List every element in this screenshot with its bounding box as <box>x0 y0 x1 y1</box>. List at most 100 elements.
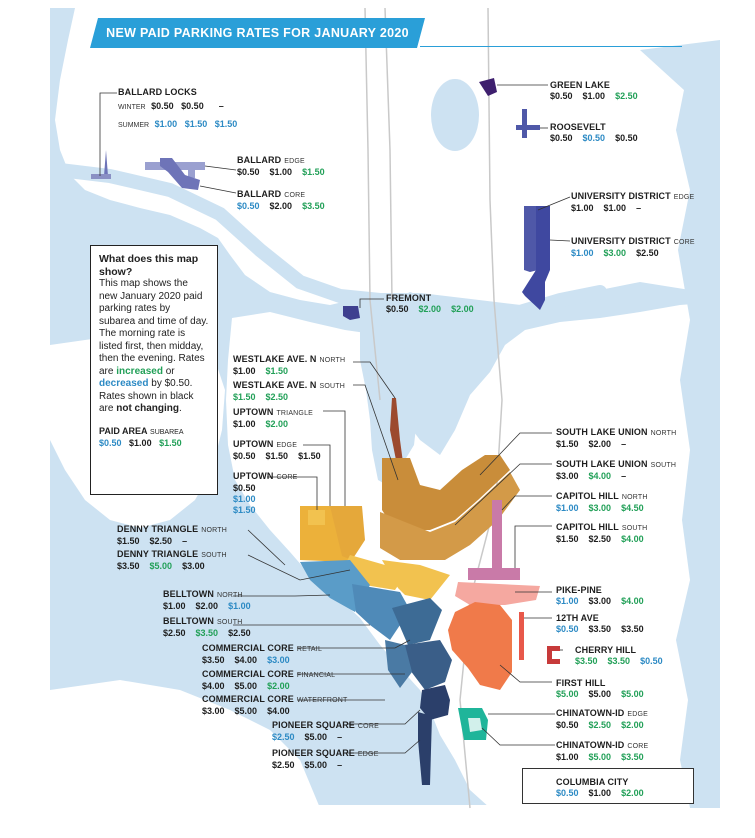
rate: $3.50 <box>117 561 140 571</box>
zone-university-edge <box>524 206 538 272</box>
rate: $5.00 <box>234 681 258 691</box>
rate-row: $1.00$1.00– <box>571 203 694 214</box>
area-subarea: SOUTH <box>216 619 243 626</box>
rate: $1.50 <box>117 536 140 546</box>
rate: $1.00 <box>588 788 612 798</box>
rate-row: $0.50$1.00$2.50 <box>550 91 638 102</box>
rate: $1.50 <box>265 451 289 461</box>
area-name: FIRST HILL <box>556 678 606 688</box>
area-name: CAPITOL HILL <box>556 522 619 532</box>
area-name: WESTLAKE AVE. N <box>233 380 317 390</box>
rate: $0.50 <box>151 101 174 111</box>
rate: $3.50 <box>621 624 644 634</box>
area-subarea: NORTH <box>319 357 346 364</box>
zone-slu-north <box>382 455 510 530</box>
rate: $5.00 <box>304 732 328 742</box>
rate: – <box>218 101 224 111</box>
zone-pioneer-edge <box>418 712 432 785</box>
legend-rate-2: $1.00 <box>129 437 152 448</box>
zone-twelfth <box>519 612 524 660</box>
label-green-lake: GREEN LAKE$0.50$1.00$2.50 <box>550 80 638 102</box>
rate: $0.50 <box>233 451 256 461</box>
area-subarea: NORTH <box>216 592 243 599</box>
rate-row: $1.00$2.00$1.00 <box>163 601 251 612</box>
info-title: What does this map show? <box>99 253 199 278</box>
rate: $3.50 <box>621 752 644 762</box>
rate: $1.00 <box>603 203 627 213</box>
area-name: UNIVERSITY DISTRICT <box>571 236 671 246</box>
rate: $5.00 <box>588 689 612 699</box>
rate: $1.50 <box>556 534 579 544</box>
zone-cc-waterfront <box>385 640 412 688</box>
legend-rate-1: $0.50 <box>99 437 122 448</box>
area-subarea: FINANCIAL <box>296 672 336 679</box>
area-subarea: NORTH <box>621 494 648 501</box>
rate: $4.00 <box>267 706 290 716</box>
central-subareas <box>300 398 570 790</box>
rate-row: $0.50 $1.50 $1.50 <box>233 451 321 462</box>
rate-row: $1.00$3.00$4.50 <box>556 503 648 514</box>
rate: $4.00 <box>588 471 612 481</box>
zone-first-hill <box>448 602 512 690</box>
rate: – <box>621 471 627 481</box>
area-subarea: CORE <box>284 192 306 199</box>
area-subarea: EDGE <box>276 442 298 449</box>
rate: $2.50 <box>588 720 612 730</box>
rate-row: $3.50$4.00$3.00 <box>202 655 322 666</box>
rate: $5.00 <box>149 561 173 571</box>
rate: $4.00 <box>621 534 644 544</box>
zone-pioneer-core <box>420 685 450 720</box>
rate-row: $1.00$1.50 <box>233 366 345 377</box>
rate: $2.00 <box>621 788 644 798</box>
rate: $1.50 <box>556 439 579 449</box>
rate-row: $1.50$2.50$4.00 <box>556 534 647 545</box>
rate: $0.50 <box>615 133 638 143</box>
area-name: PIKE-PINE <box>556 585 602 595</box>
area-name: COLUMBIA CITY <box>556 777 629 787</box>
zone-denny-south <box>382 560 450 600</box>
area-subarea: NORTH <box>650 430 677 437</box>
banner-shape <box>90 18 425 48</box>
rate-row: $1.00$3.00$4.00 <box>556 596 644 607</box>
rate-row: $1.00$5.00$3.50 <box>556 752 648 763</box>
zone-cherry-hill <box>547 646 560 664</box>
rate: $2.50 <box>636 248 659 258</box>
banner-rule <box>420 46 682 47</box>
zone-ballard-core <box>160 158 200 190</box>
rate: $5.00 <box>588 752 612 762</box>
rate: $1.50 <box>265 366 289 376</box>
rate: $3.50 <box>575 656 598 666</box>
rate: $0.50 <box>550 133 573 143</box>
season-label: SUMMER <box>118 122 150 129</box>
rate: $3.50 <box>302 201 325 211</box>
rate: $1.50 <box>298 451 321 461</box>
area-name: COMMERCIAL CORE <box>202 643 294 653</box>
rate: $1.00 <box>582 91 606 101</box>
rate: $3.00 <box>603 248 627 258</box>
rate-row: $4.00$5.00$2.00 <box>202 681 335 692</box>
info-box: What does this map show? This map shows … <box>90 245 218 495</box>
rate-row: $3.50$3.50$0.50 <box>575 656 663 667</box>
rate: $1.00 <box>269 167 293 177</box>
rate: $3.50 <box>607 656 631 666</box>
zone-ballard-locks <box>92 150 108 176</box>
rate: $2.00 <box>451 304 474 314</box>
rate: $0.50 <box>556 624 579 634</box>
rate: $1.50 <box>302 167 325 177</box>
rate: $1.00 <box>233 494 256 504</box>
zone-capitol-north <box>492 500 502 568</box>
rate: $2.00 <box>195 601 219 611</box>
rate: $1.00 <box>556 596 579 606</box>
rate: $0.50 <box>550 91 573 101</box>
area-name: GREEN LAKE <box>550 80 611 90</box>
